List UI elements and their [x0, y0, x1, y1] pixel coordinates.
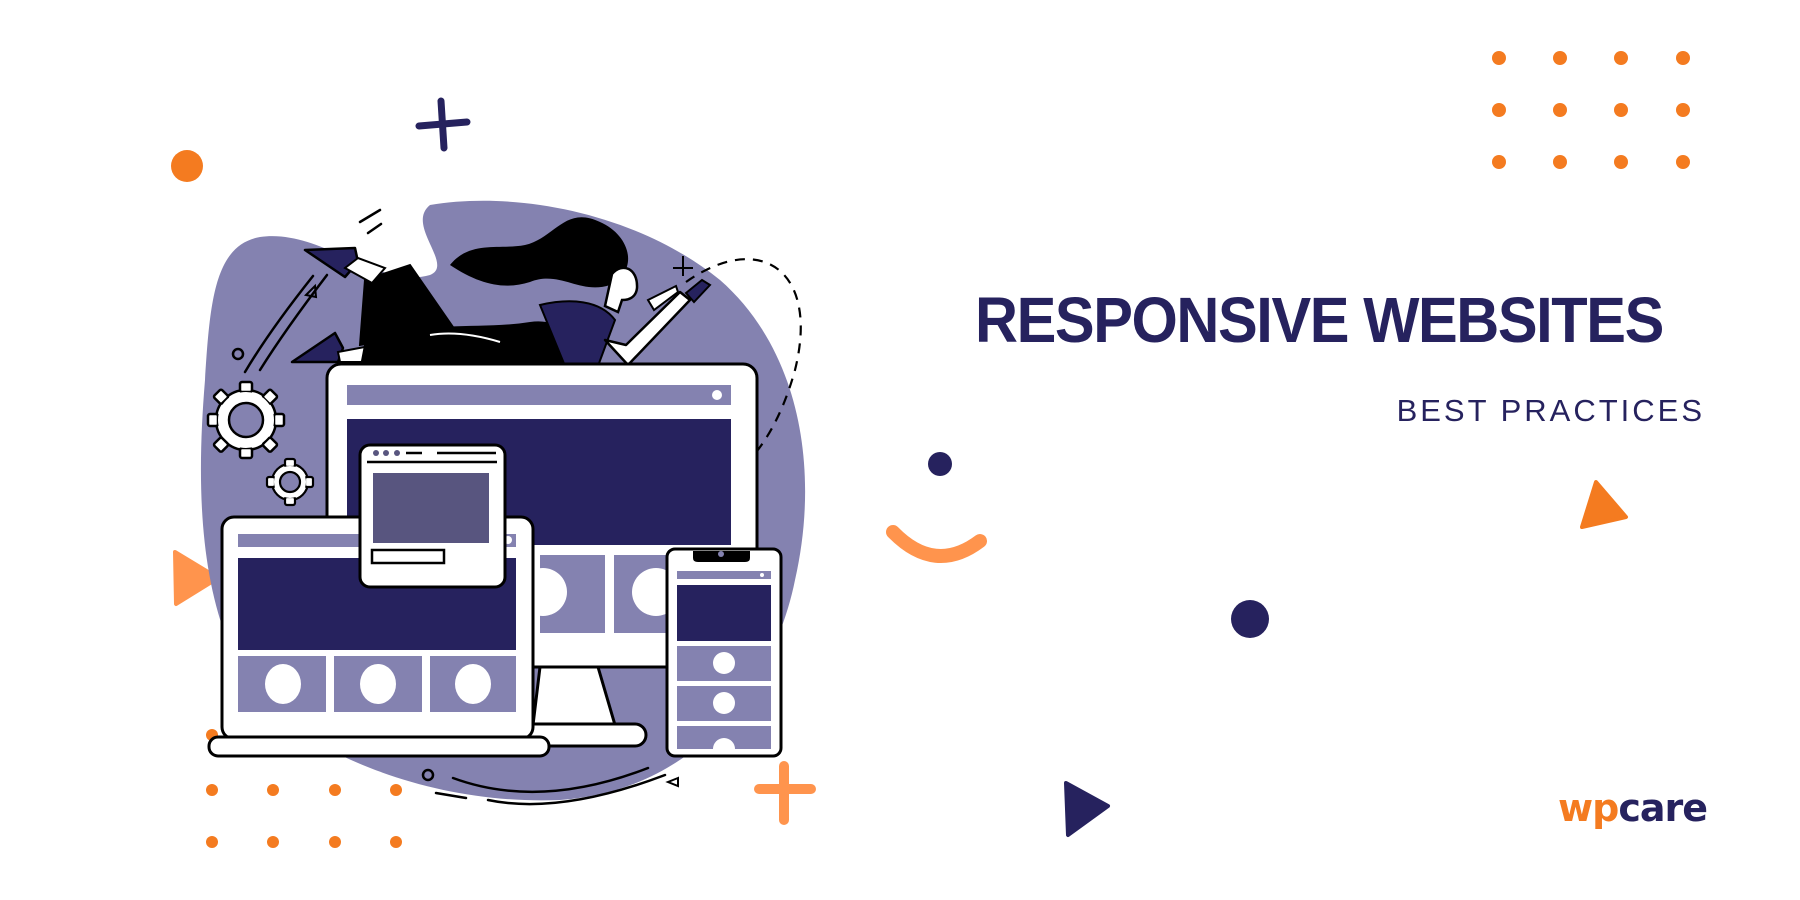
- page-subtitle: BEST PRACTICES: [1396, 393, 1705, 428]
- triangle-icon-orange-left: [173, 550, 220, 606]
- arm: [603, 290, 692, 367]
- plus-icon-orange: [754, 761, 816, 825]
- gear-icon: [265, 457, 315, 507]
- dot-grid-bottom-left: [206, 729, 402, 848]
- plus-icon-navy: [415, 97, 471, 152]
- orange-dot: [171, 150, 203, 182]
- face: [603, 266, 639, 314]
- hair: [450, 217, 629, 288]
- navy-dot-large: [1231, 600, 1269, 638]
- triangle-icon-navy: [1064, 781, 1110, 837]
- logo-part-wp: wp: [1558, 786, 1619, 830]
- triangle-icon-orange-right: [1580, 480, 1628, 529]
- logo-part-care: care: [1618, 786, 1708, 830]
- dot-grid-top-right: [1492, 51, 1690, 169]
- gear-icon: [206, 380, 286, 460]
- woman-figure: [290, 217, 712, 367]
- orange-arc: [886, 525, 987, 563]
- phone-in-hand: [684, 278, 712, 304]
- shoe-bottom: [290, 331, 345, 364]
- motion-lines: [243, 208, 667, 806]
- browser-window: [358, 443, 507, 589]
- small-ring-bottom: [421, 768, 435, 782]
- navy-dot-small: [928, 452, 952, 476]
- smartphone: [665, 547, 783, 758]
- wpcare-logo: wpcare: [1558, 786, 1708, 830]
- page-title: RESPONSIVE WEBSITES: [975, 284, 1664, 356]
- body: [360, 321, 580, 366]
- small-ring: [231, 347, 245, 361]
